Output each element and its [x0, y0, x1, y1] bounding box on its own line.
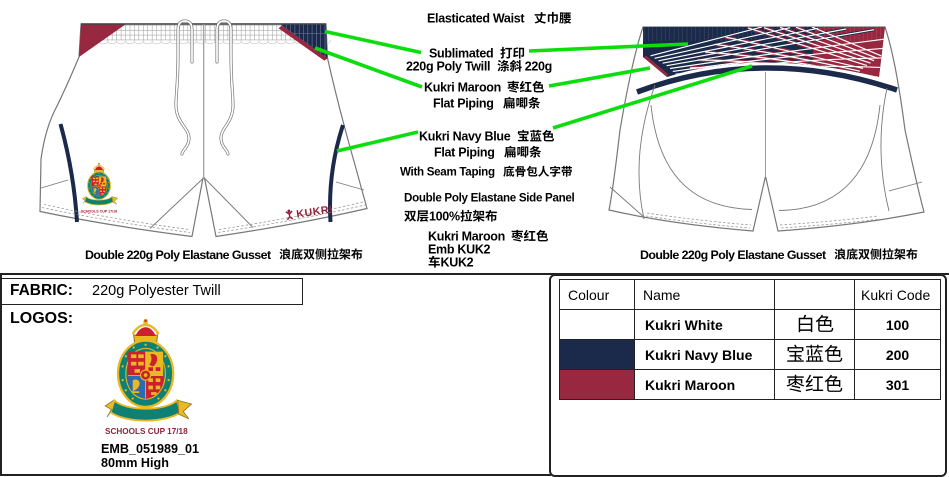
- svg-text:KUKRI: KUKRI: [296, 204, 334, 221]
- svg-text:SCHOOLS CUP 17/18: SCHOOLS CUP 17/18: [81, 210, 117, 214]
